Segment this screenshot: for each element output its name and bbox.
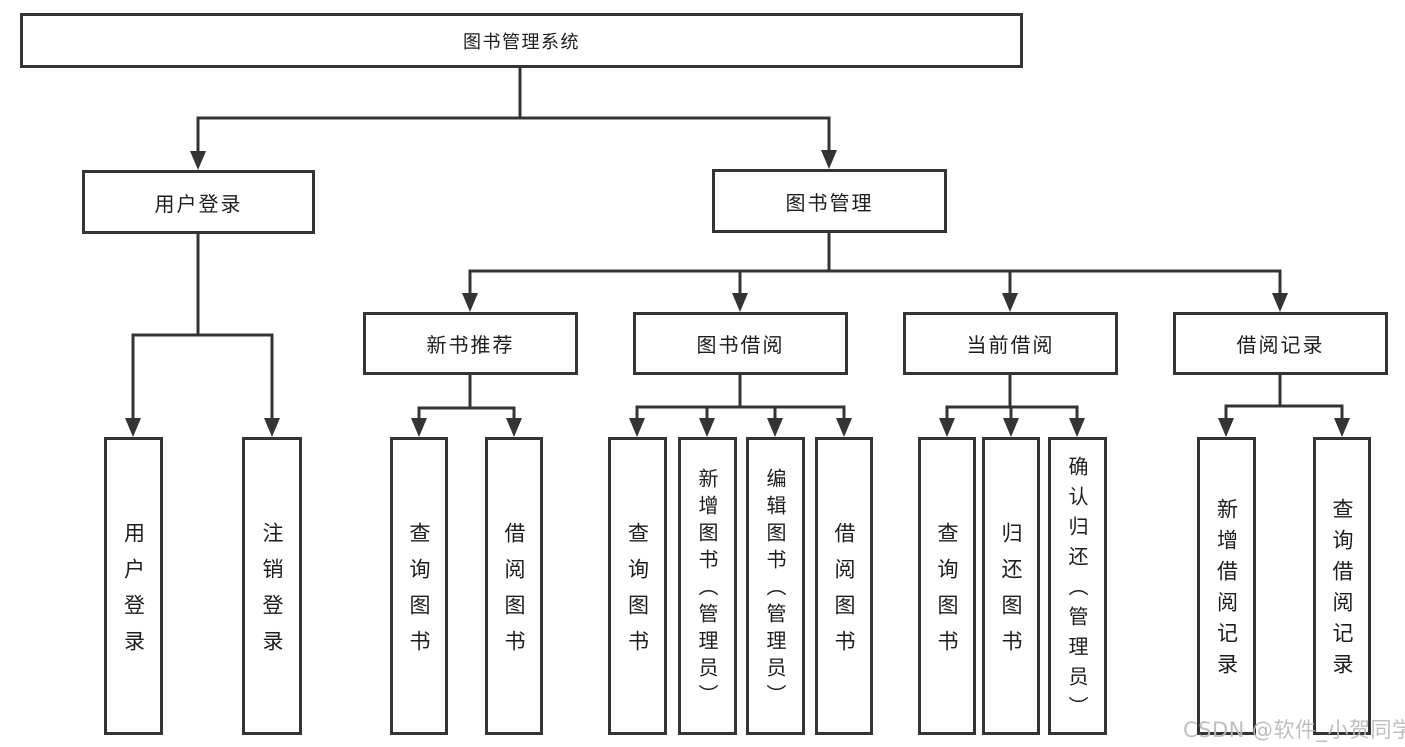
node-borrowing-records: 借阅记录	[1173, 312, 1388, 375]
leaf-user-login: 用户登录	[104, 437, 163, 735]
watermark: CSDN @软件_小贺同学	[1183, 718, 1405, 742]
leaf-confirm-return-admin: 确认归还（管理员）	[1048, 437, 1107, 735]
node-user-login: 用户登录	[82, 170, 315, 234]
leaf-edit-books-admin: 编辑图书（管理员）	[746, 437, 805, 735]
node-library-system: 图书管理系统	[20, 13, 1023, 68]
leaf-add-borrow-record: 新增借阅记录	[1197, 437, 1256, 735]
leaf-logout: 注销登录	[242, 437, 302, 735]
leaf-query-books-borrow: 查询图书	[608, 437, 667, 735]
node-book-management: 图书管理	[712, 169, 947, 233]
leaf-query-books-current: 查询图书	[918, 437, 976, 735]
leaf-borrow-books-recommend: 借阅图书	[485, 437, 543, 735]
leaf-add-books-admin: 新增图书（管理员）	[678, 437, 737, 735]
node-new-book-recommend: 新书推荐	[363, 312, 578, 375]
leaf-query-borrow-record: 查询借阅记录	[1313, 437, 1371, 735]
leaf-return-books: 归还图书	[982, 437, 1040, 735]
leaf-query-books-recommend: 查询图书	[390, 437, 448, 735]
node-book-borrowing: 图书借阅	[633, 312, 848, 375]
node-current-borrowing: 当前借阅	[903, 312, 1118, 375]
leaf-borrow-books: 借阅图书	[815, 437, 873, 735]
